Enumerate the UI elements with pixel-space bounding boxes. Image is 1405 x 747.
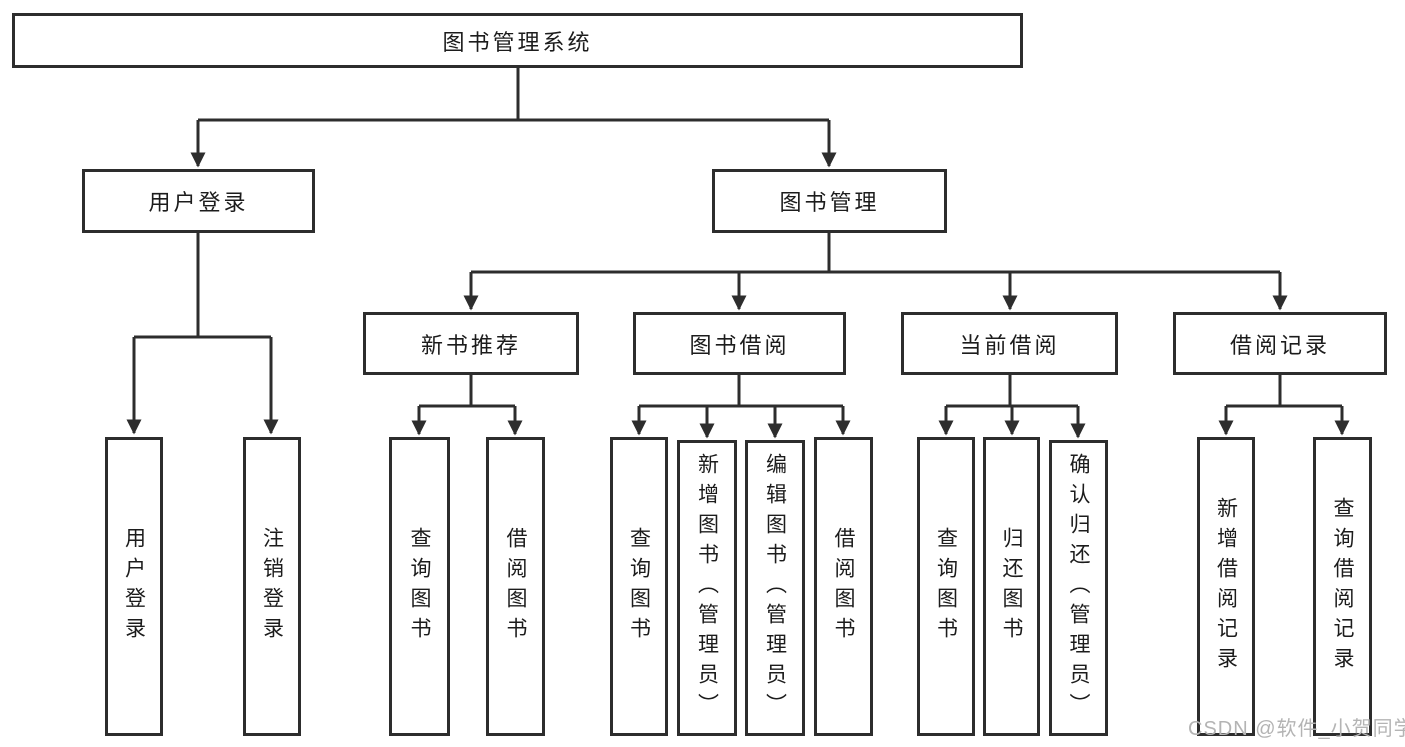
node-leaf-query-book-borrow: 查询图书 — [610, 437, 668, 736]
node-label: 图书管理 — [779, 190, 880, 215]
node-label: 新增借阅记录 — [1214, 496, 1238, 677]
node-leaf-logout: 注销登录 — [243, 437, 301, 736]
node-label: 新书推荐 — [420, 332, 521, 358]
node-book-borrowing: 图书借阅 — [633, 312, 846, 375]
node-leaf-query-borrow-record: 查询借阅记录 — [1313, 437, 1372, 736]
node-label: 借阅图书 — [504, 526, 527, 647]
node-label: 借阅记录 — [1229, 332, 1330, 358]
node-leaf-query-book-current: 查询图书 — [917, 437, 975, 736]
node-leaf-query-book-recommend: 查询图书 — [389, 437, 450, 736]
node-leaf-borrow-book: 借阅图书 — [814, 437, 873, 736]
csdn-watermark: CSDN @软件_小贺同学 — [1188, 718, 1405, 740]
node-label: 注销登录 — [260, 526, 284, 647]
node-leaf-return-book: 归还图书 — [983, 437, 1040, 736]
node-user-login: 用户登录 — [82, 169, 315, 233]
node-label: 确认归还（管理员） — [1067, 453, 1090, 723]
node-label: 借阅图书 — [832, 526, 855, 647]
node-leaf-add-borrow-record: 新增借阅记录 — [1197, 437, 1255, 736]
node-current-borrowing: 当前借阅 — [901, 312, 1118, 375]
node-leaf-user-login: 用户登录 — [105, 437, 163, 736]
node-label: 查询借阅记录 — [1331, 496, 1354, 677]
node-label: 编辑图书（管理员） — [763, 453, 787, 723]
node-leaf-borrow-book-recommend: 借阅图书 — [486, 437, 545, 736]
node-book-management: 图书管理 — [712, 169, 947, 233]
node-label: 查询图书 — [408, 526, 431, 647]
node-leaf-edit-book-admin: 编辑图书（管理员） — [745, 440, 805, 736]
node-label: 当前借阅 — [959, 332, 1060, 358]
node-label: 新增图书（管理员） — [695, 453, 719, 723]
node-label: 查询图书 — [934, 526, 958, 647]
node-label: 图书管理系统 — [442, 29, 593, 55]
node-label: 图书借阅 — [689, 332, 790, 358]
node-label: 查询图书 — [627, 526, 651, 647]
node-label: 用户登录 — [148, 190, 249, 215]
node-leaf-confirm-return-admin: 确认归还（管理员） — [1049, 440, 1108, 736]
node-leaf-add-book-admin: 新增图书（管理员） — [677, 440, 737, 736]
node-root-system: 图书管理系统 — [12, 13, 1023, 68]
node-borrowing-records: 借阅记录 — [1173, 312, 1387, 375]
node-label: 归还图书 — [1000, 526, 1023, 647]
node-label: 用户登录 — [122, 526, 146, 647]
node-new-book-recommend: 新书推荐 — [363, 312, 579, 375]
